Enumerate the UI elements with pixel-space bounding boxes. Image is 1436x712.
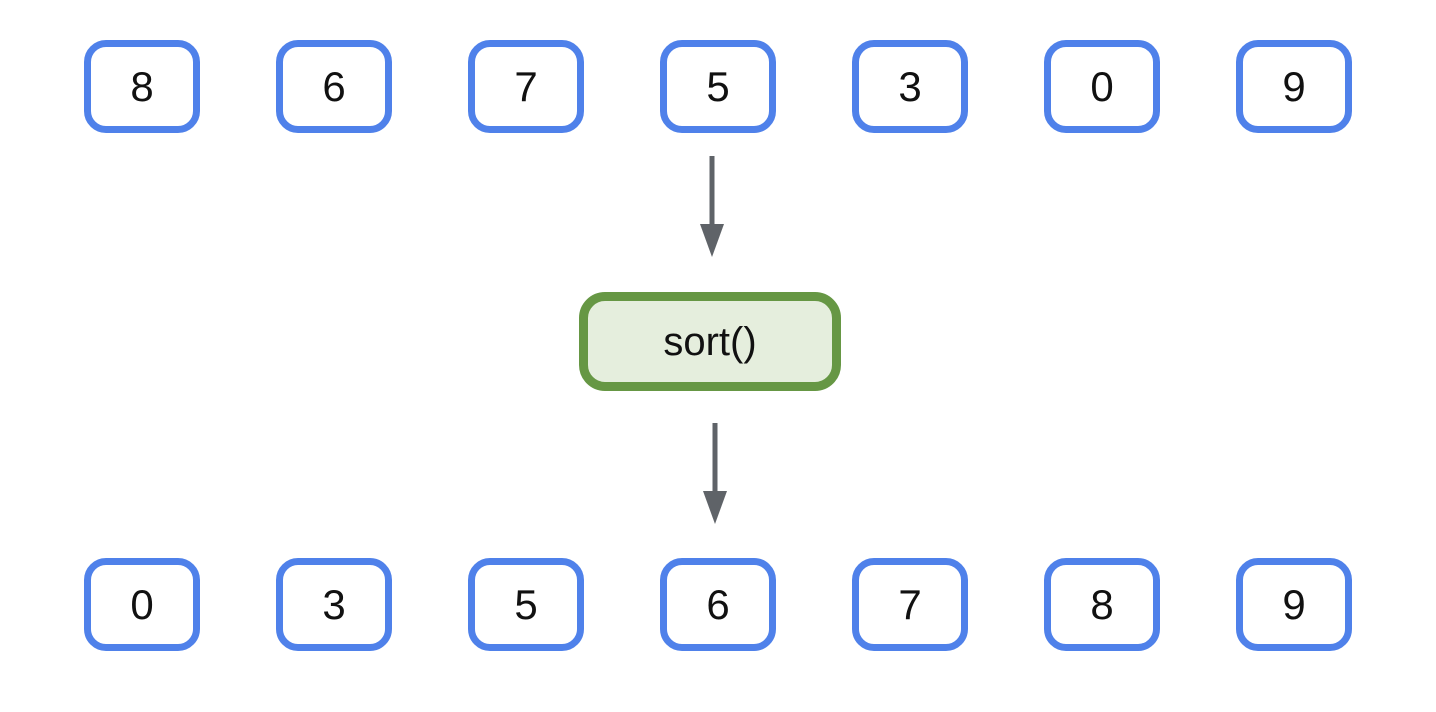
unsorted-array-row: 8 6 7 5 3 0 9 bbox=[0, 40, 1436, 133]
array-cell: 8 bbox=[1044, 558, 1160, 651]
sort-function-label: sort() bbox=[663, 319, 757, 364]
cell-value: 0 bbox=[130, 580, 154, 628]
cell-value: 6 bbox=[706, 580, 730, 628]
array-cell: 5 bbox=[468, 558, 584, 651]
array-cell: 6 bbox=[276, 40, 392, 133]
array-cell: 3 bbox=[852, 40, 968, 133]
cell-value: 8 bbox=[130, 62, 154, 110]
cell-value: 5 bbox=[706, 62, 730, 110]
array-cell: 5 bbox=[660, 40, 776, 133]
down-arrow-icon bbox=[703, 423, 727, 524]
cell-value: 8 bbox=[1090, 580, 1114, 628]
sorted-array-row: 0 3 5 6 7 8 9 bbox=[0, 558, 1436, 651]
cell-value: 7 bbox=[514, 62, 538, 110]
cell-value: 9 bbox=[1282, 62, 1306, 110]
array-cell: 3 bbox=[276, 558, 392, 651]
down-arrow-icon bbox=[700, 156, 724, 257]
array-cell: 7 bbox=[852, 558, 968, 651]
sort-function-box: sort() bbox=[579, 292, 841, 391]
cell-value: 9 bbox=[1282, 580, 1306, 628]
array-cell: 7 bbox=[468, 40, 584, 133]
cell-value: 3 bbox=[898, 62, 922, 110]
cell-value: 6 bbox=[322, 62, 346, 110]
array-cell: 8 bbox=[84, 40, 200, 133]
array-cell: 6 bbox=[660, 558, 776, 651]
array-cell: 9 bbox=[1236, 558, 1352, 651]
cell-value: 5 bbox=[514, 580, 538, 628]
array-cell: 0 bbox=[1044, 40, 1160, 133]
cell-value: 3 bbox=[322, 580, 346, 628]
array-cell: 0 bbox=[84, 558, 200, 651]
cell-value: 7 bbox=[898, 580, 922, 628]
cell-value: 0 bbox=[1090, 62, 1114, 110]
array-cell: 9 bbox=[1236, 40, 1352, 133]
